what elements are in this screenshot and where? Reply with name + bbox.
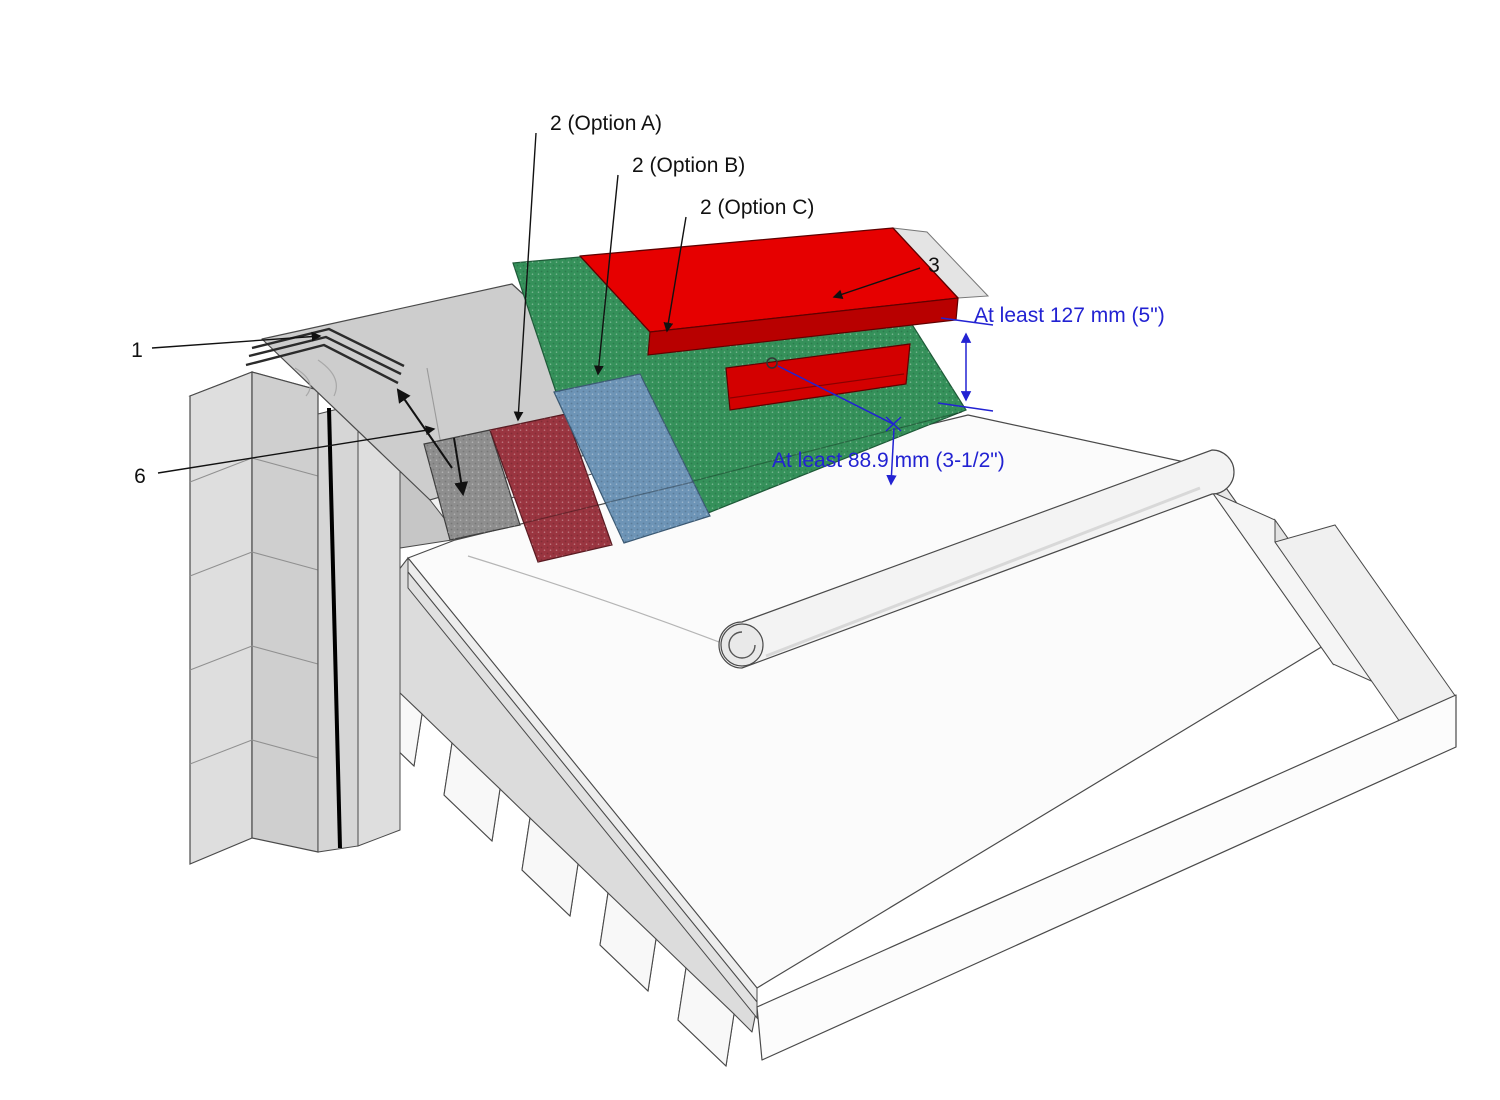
front-edge-face — [757, 695, 1456, 1060]
wall-front-face — [252, 372, 318, 852]
dim-offset-origin-marker — [767, 358, 777, 368]
leader-item2a — [513, 133, 536, 422]
membrane-option-c-strip — [512, 237, 967, 516]
deck-flute-face — [444, 743, 500, 841]
option-a-crease — [524, 505, 598, 523]
lap-arrow-up-left — [396, 388, 452, 468]
callouts: 1 6 2 (Option A) 2 (Option B) 2 (Option … — [131, 112, 940, 488]
masonry-joint-lines-front — [252, 458, 318, 758]
flashing-wrinkles — [295, 360, 336, 396]
wall-blocking-outer — [358, 412, 400, 846]
dim-offset-text: At least 88.9 mm (3-1/2") — [772, 449, 1005, 472]
callout-1-label: 1 — [131, 339, 143, 362]
roll-end-disc — [721, 624, 763, 666]
air-barrier-line — [329, 408, 340, 848]
leader-item2b — [593, 175, 618, 376]
wall-cap-layer-lines — [246, 329, 404, 383]
callout-2a-label: 2 (Option A) — [550, 112, 662, 135]
dim-height-text: At least 127 mm (5") — [974, 304, 1165, 327]
leader-item3 — [832, 268, 920, 299]
deck-flute-face — [522, 818, 578, 916]
membrane-roll — [719, 450, 1234, 668]
insulation-edges — [408, 558, 757, 1018]
insulation-board-edge — [408, 572, 757, 1018]
membrane-option-a-strip — [489, 413, 613, 563]
dimension-annotations: At least 127 mm (5") At least 88.9 mm (3… — [767, 304, 1165, 486]
callout-3-label: 3 — [928, 254, 940, 277]
deck-flute-face — [678, 968, 734, 1066]
dim-offset-line — [778, 366, 893, 424]
option-c-crease — [670, 412, 962, 487]
masonry-joint-lines-left — [190, 458, 252, 764]
leader-item2c — [663, 217, 686, 333]
lap-arrow-down — [454, 438, 469, 497]
callout-2c-label: 2 (Option C) — [700, 196, 814, 219]
roll-shading — [766, 488, 1200, 656]
dim-height-ext-bottom — [938, 403, 993, 411]
callout-6-label: 6 — [134, 465, 146, 488]
cap-drip-edge — [726, 344, 910, 410]
field-membrane-crease — [468, 556, 740, 650]
lap-direction-arrows — [396, 388, 469, 497]
dim-offset-drop-line — [886, 428, 897, 486]
option-b-crease — [605, 482, 693, 503]
deck-flute-face — [600, 893, 656, 991]
slab-right-steps — [1212, 468, 1456, 722]
leader-item1 — [152, 331, 322, 348]
parapet-wall — [190, 372, 452, 864]
wall-left-face — [190, 372, 252, 864]
dim-height-ext-top — [941, 318, 993, 325]
callout-2b-label: 2 (Option B) — [632, 154, 745, 177]
roll-end-curl — [729, 632, 755, 658]
membrane-option-b-strip — [553, 373, 711, 544]
leader-item6 — [158, 425, 436, 473]
metal-cap — [580, 228, 958, 410]
dim-offset-cross-tick — [886, 417, 901, 431]
roll-body — [719, 450, 1234, 668]
